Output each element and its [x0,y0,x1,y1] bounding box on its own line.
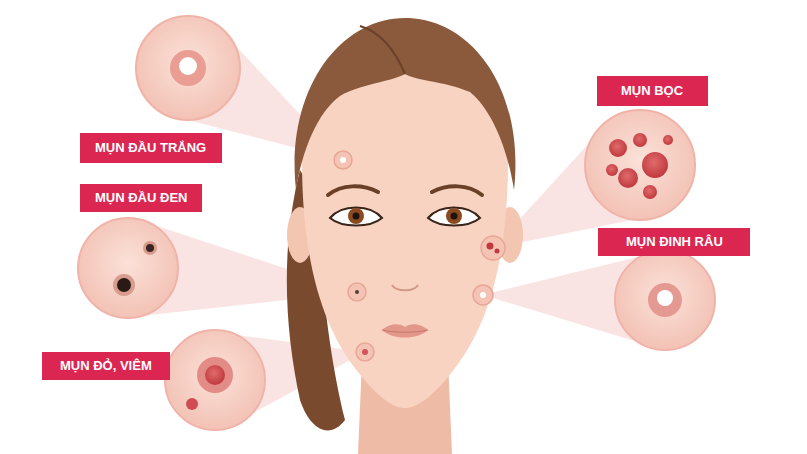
zoom-inflamed [165,330,265,430]
zoom-nodule [615,250,715,350]
zoom-cyst [585,110,695,220]
label-box: MỤN ĐẦU ĐEN [80,184,202,212]
zoom-whitehead [136,16,240,120]
label-box: MỤN ĐINH RÂU [598,228,750,256]
label-text: MỤN ĐẦU TRẮNG [95,140,222,156]
eye [428,208,480,226]
eye [330,208,382,226]
label-box: MỤN ĐỎ, VIÊM [42,352,170,380]
label-text: MỤN ĐẦU ĐEN [95,190,202,206]
label-text: MỤN BỌC [621,83,708,99]
label-text: MỤN ĐINH RÂU [626,234,750,250]
label-box: MỤN BỌC [597,76,708,106]
zoom-blackhead [78,218,178,318]
nose [392,285,418,290]
hair [295,18,516,190]
label-text: MỤN ĐỎ, VIÊM [60,358,170,374]
label-box: MỤN ĐẦU TRẮNG [80,133,222,163]
lips [382,324,428,337]
face-spots [334,151,505,361]
eyebrow [432,186,482,195]
eyebrow [328,186,378,195]
